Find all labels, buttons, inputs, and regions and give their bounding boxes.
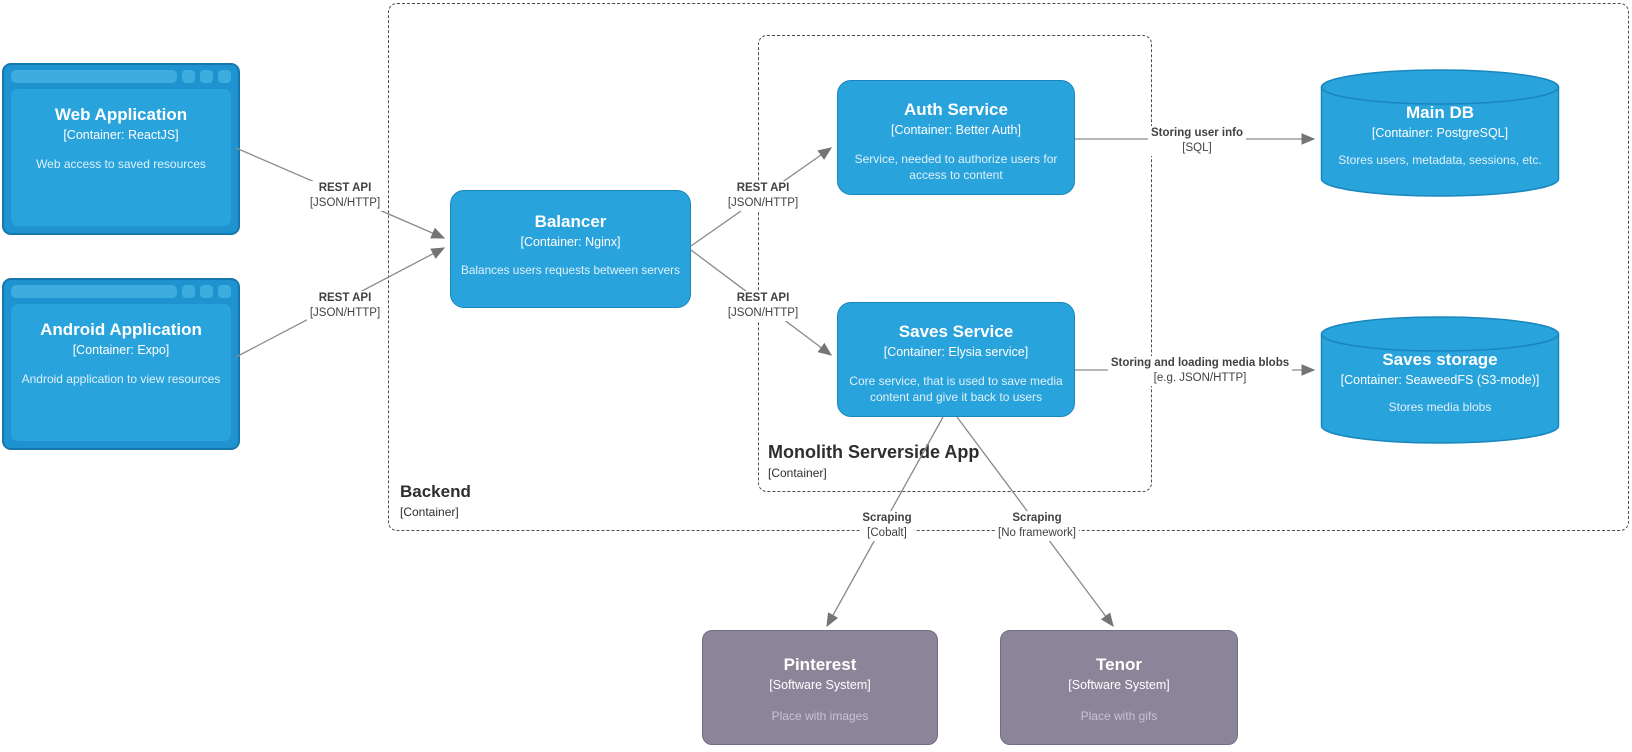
web-application-node: Web Application [Container: ReactJS] Web… [2,63,240,235]
address-bar-icon [11,70,177,83]
window-button-icon [218,70,231,83]
node-title: Web Application [54,105,188,124]
monolith-boundary-subtitle: [Container] [768,466,827,480]
edge-label-web-to-balancer: REST API [JSON/HTTP] [306,181,384,211]
main-db-node: Main DB [Container: PostgreSQL] Stores u… [1320,68,1560,198]
edge-label-balancer-to-auth: REST API [JSON/HTTP] [724,181,802,211]
monolith-boundary-label: Monolith Serverside App [Container] [768,442,979,480]
edge-label-text: Storing user info [1151,127,1243,140]
monolith-boundary-title: Monolith Serverside App [768,442,980,462]
tenor-node: Tenor [Software System] Place with gifs [1000,630,1238,745]
edge-tech-text: [e.g. JSON/HTTP] [1153,372,1247,384]
edge-label-saves-to-tenor: Scraping [No framework] [995,511,1079,541]
node-title: Saves Service [898,322,1014,341]
saves-storage-node: Saves storage [Container: SeaweedFS (S3-… [1320,315,1560,445]
node-description: Place with gifs [1080,708,1158,723]
edge-label-text: REST API [318,182,372,195]
edge-tech-text: [JSON/HTTP] [727,307,799,319]
window-button-icon [200,285,213,298]
node-technology: [Software System] [1068,677,1170,692]
window-button-icon [218,285,231,298]
edge-tech-text: [Cobalt] [867,527,907,539]
node-description: Web access to saved resources [36,156,206,171]
backend-boundary-subtitle: [Container] [400,505,459,519]
window-button-icon [182,285,195,298]
window-button-icon [200,70,213,83]
android-application-node: Android Application [Container: Expo] An… [2,278,240,450]
edge-tech-text: [No framework] [998,527,1076,539]
database-cylinder-icon [1320,316,1560,444]
edge-tech-text: [JSON/HTTP] [727,197,799,209]
balancer-node: Balancer [Container: Nginx] Balances use… [450,190,691,308]
node-technology: [Container: Elysia service] [883,344,1029,359]
node-description: Stores users, metadata, sessions, etc. [1338,152,1542,167]
node-description: Balances users requests between servers [460,262,680,277]
node-technology: [Container: SeaweedFS (S3-mode)] [1340,372,1540,387]
edge-label-balancer-to-saves: REST API [JSON/HTTP] [724,291,802,321]
browser-body: Web Application [Container: ReactJS] Web… [11,89,231,226]
browser-titlebar [11,70,231,83]
edge-tech-text: [JSON/HTTP] [309,197,381,209]
auth-service-node: Auth Service [Container: Better Auth] Se… [837,80,1075,195]
node-technology: [Container: Nginx] [520,234,621,249]
node-description: Stores media blobs [1388,399,1492,414]
node-technology: [Container: ReactJS] [63,127,179,142]
node-technology: [Container: Better Auth] [891,122,1021,137]
node-technology: [Container: Expo] [72,342,170,357]
node-title: Tenor [1096,655,1142,674]
backend-boundary-title: Backend [400,482,471,501]
database-cylinder-icon [1320,69,1560,197]
node-title: Android Application [40,320,202,339]
edge-label-text: Scraping [862,512,912,525]
window-button-icon [182,70,195,83]
node-technology: [Software System] [769,677,871,692]
edge-label-text: Scraping [1012,512,1062,525]
node-description: Android application to view resources [21,371,221,386]
edge-tech-text: [JSON/HTTP] [309,307,381,319]
node-technology: [Container: PostgreSQL] [1371,125,1509,140]
node-description: Service, needed to authorize users for a… [854,151,1058,182]
node-title: Main DB [1406,103,1474,122]
pinterest-node: Pinterest [Software System] Place with i… [702,630,938,745]
node-title: Saves storage [1382,350,1498,369]
node-title: Pinterest [783,655,857,674]
edge-label-saves-to-pinterest: Scraping [Cobalt] [859,511,915,541]
node-title: Auth Service [904,100,1008,119]
edge-label-text: REST API [736,292,790,305]
node-description: Place with images [771,708,869,723]
node-description: Core service, that is used to save media… [849,373,1063,404]
edge-label-android-to-balancer: REST API [JSON/HTTP] [306,291,384,321]
edge-label-text: Storing and loading media blobs [1110,357,1290,370]
address-bar-icon [11,285,177,298]
edge-label-text: REST API [318,292,372,305]
browser-titlebar [11,285,231,298]
backend-boundary-label: Backend [Container] [400,482,471,519]
edge-label-text: REST API [736,182,790,195]
edge-label-auth-to-maindb: Storing user info [SQL] [1148,126,1246,156]
browser-body: Android Application [Container: Expo] An… [11,304,231,441]
saves-service-node: Saves Service [Container: Elysia service… [837,302,1075,417]
node-title: Balancer [534,212,607,231]
edge-tech-text: [SQL] [1182,142,1212,154]
edge-label-saves-to-storage: Storing and loading media blobs [e.g. JS… [1107,356,1293,386]
